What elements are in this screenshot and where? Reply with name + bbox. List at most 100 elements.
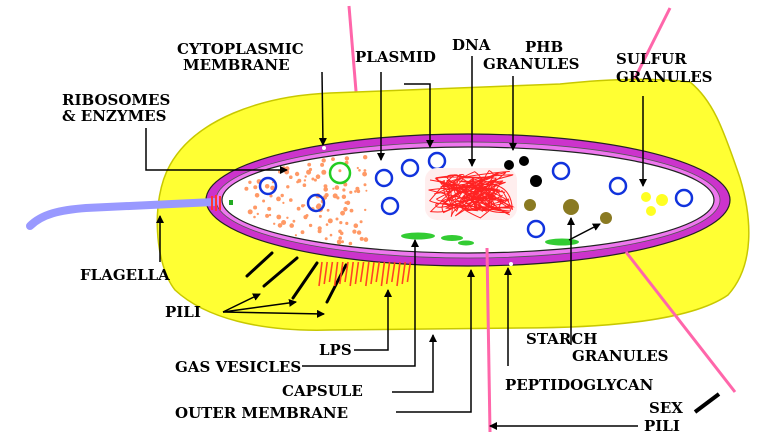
ribosome-dot	[339, 221, 342, 224]
ribosome-dot	[306, 170, 311, 175]
ribosome-dot	[322, 158, 326, 162]
ribosome-dot	[293, 220, 296, 223]
ribosome-dot	[349, 242, 353, 246]
ribosome-dot	[295, 234, 297, 236]
ribosome-dot	[318, 229, 322, 233]
membrane-dot	[509, 262, 513, 266]
label-pili: PILI	[165, 303, 201, 321]
ribosome-dot	[307, 163, 311, 167]
label-outer-membrane: OUTER MEMBRANE	[175, 404, 348, 422]
phb-granule	[530, 175, 542, 187]
ribosome-dot	[304, 179, 306, 181]
ribosome-dot	[357, 230, 361, 234]
leader-cytoplasmic-membrane	[322, 72, 323, 145]
gas-vesicle	[401, 233, 435, 240]
ribosome-dot	[327, 209, 330, 212]
ribosome-dot	[289, 198, 293, 202]
ribosome-dot	[282, 202, 284, 204]
label-sex-pili-line1: SEX	[649, 399, 683, 417]
starch-granule	[600, 212, 612, 224]
ribosome-dot	[325, 237, 328, 240]
ribosome-dot	[269, 214, 271, 216]
ribosome-dot	[340, 212, 342, 214]
ribosome-dot	[364, 169, 367, 172]
ribosome-dot	[257, 213, 259, 215]
sulfur-granule	[646, 206, 656, 216]
flagellum-hook	[229, 200, 233, 205]
starch-granule	[563, 199, 579, 215]
ribosome-dot	[345, 156, 349, 160]
ribosome-dot	[330, 234, 333, 237]
ribosome-dot	[331, 157, 335, 161]
ribosome-dot	[345, 222, 348, 225]
ribosome-dot	[326, 223, 329, 226]
starch-granule	[524, 199, 536, 211]
ribosome-dot	[286, 217, 288, 219]
ribosome-dot	[358, 169, 361, 172]
label-starch-line1: STARCH	[526, 330, 597, 348]
ribosome-dot	[305, 175, 307, 177]
gas-vesicle	[458, 241, 474, 246]
ribosome-dot	[255, 193, 260, 198]
ribosome-dot	[364, 237, 369, 242]
gas-vesicle	[545, 239, 579, 246]
ribosome-dot	[301, 204, 304, 207]
label-gas-vesicles: GAS VESICLES	[175, 358, 301, 376]
label-phb-line2: GRANULES	[483, 55, 580, 73]
sulfur-granule	[656, 194, 668, 206]
label-starch-line2: GRANULES	[572, 347, 669, 365]
ribosome-dot	[338, 169, 341, 172]
sex-pili-pointer	[695, 394, 719, 412]
ribosome-dot	[276, 215, 281, 220]
ribosome-dot	[265, 184, 270, 189]
ribosome-dot	[253, 185, 257, 189]
ribosome-dot	[276, 197, 281, 202]
ribosome-dot	[253, 206, 257, 210]
ribosome-dot	[336, 218, 339, 221]
label-sulfur-line2: GRANULES	[616, 68, 713, 86]
ribosome-dot	[248, 209, 253, 214]
ribosome-dot	[303, 183, 307, 187]
ribosome-dot	[338, 236, 342, 240]
ribosome-dot	[362, 172, 367, 177]
phb-granule	[519, 156, 529, 166]
ribosome-dot	[338, 230, 342, 234]
ribosome-dot	[354, 190, 357, 193]
ribosome-dot	[278, 223, 283, 228]
label-lps: LPS	[319, 341, 352, 359]
ribosome-dot	[319, 215, 322, 218]
label-capsule: CAPSULE	[282, 382, 363, 400]
ribosome-dot	[360, 220, 363, 223]
sulfur-granule	[641, 192, 651, 202]
ribosome-dot	[253, 216, 256, 219]
ribosome-dot	[262, 200, 265, 203]
ribosome-dot	[309, 224, 312, 227]
ribosome-dot	[267, 207, 271, 211]
ribosome-dot	[337, 240, 342, 245]
ribosome-dot	[296, 181, 299, 184]
ribosome-dot	[365, 190, 367, 192]
ribosome-dot	[357, 190, 361, 194]
ribosome-dot	[363, 155, 367, 159]
label-dna: DNA	[452, 36, 491, 54]
ribosome-dot	[248, 181, 251, 184]
ribosome-dot	[342, 188, 345, 191]
leader-capsule	[392, 335, 433, 392]
ribosome-dot	[335, 185, 340, 190]
ribosome-dot	[328, 218, 333, 223]
label-sex-pili-line2: PILI	[644, 417, 680, 435]
ribosome-dot	[320, 163, 324, 167]
ribosome-dot	[265, 214, 269, 218]
ribosome-dot	[324, 184, 328, 188]
ribosome-dot	[332, 188, 334, 190]
label-flagella: FLAGELLA	[80, 266, 170, 284]
label-plasmid: PLASMID	[355, 48, 436, 66]
label-sulfur-line1: SULFUR	[616, 50, 687, 68]
label-peptidoglycan: PEPTIDOGLYCAN	[505, 376, 654, 394]
ribosome-dot	[349, 191, 352, 194]
ribosome-dot	[325, 193, 329, 197]
ribosome-dot	[360, 237, 364, 241]
ribosome-dot	[346, 201, 350, 205]
ribosome-dot	[336, 196, 339, 199]
label-cytoplasmic-membrane-line2: MEMBRANE	[183, 56, 290, 74]
